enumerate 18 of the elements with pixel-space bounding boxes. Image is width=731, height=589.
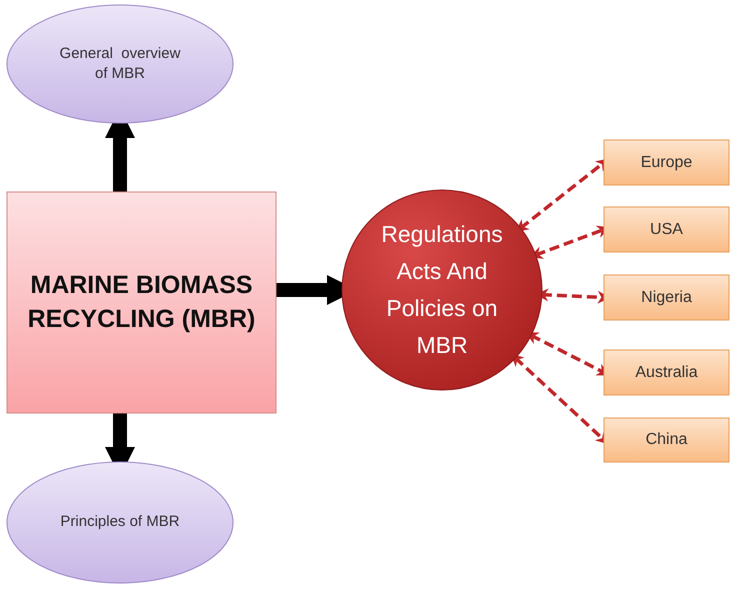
- node-label: USA: [650, 220, 683, 240]
- country-box: [604, 140, 729, 185]
- node-label: Principles of MBR: [60, 512, 180, 532]
- country-box: [604, 350, 729, 395]
- topic-ellipse: [7, 462, 233, 583]
- node-label: General overview of MBR: [59, 44, 181, 84]
- node-label: MARINE BIOMASS RECYCLING (MBR): [26, 270, 256, 334]
- topic-ellipse: [7, 5, 233, 123]
- country-box: [604, 418, 729, 462]
- country-box: [604, 275, 729, 320]
- country-box: [604, 207, 729, 252]
- node-label: Australia: [635, 362, 698, 383]
- main-topic-box: [7, 192, 276, 413]
- node-label: Regulations Acts And Policies on MBR: [380, 220, 504, 360]
- node-label: China: [646, 430, 688, 450]
- policy-circle: [342, 190, 542, 390]
- node-label: Europe: [640, 152, 692, 173]
- node-label: Nigeria: [641, 288, 692, 308]
